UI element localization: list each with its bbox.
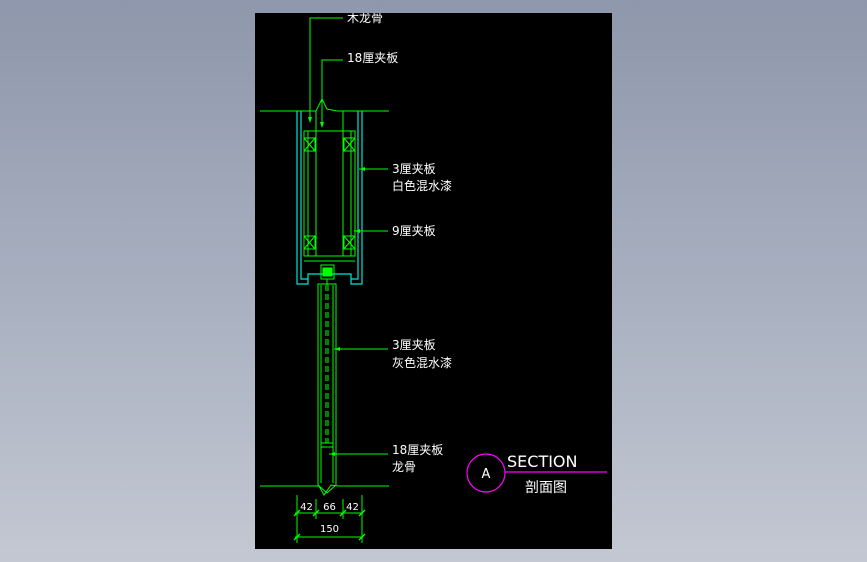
label-white-paint: 白色混水漆 <box>392 178 452 193</box>
section-letter: A <box>482 467 491 482</box>
upper-box-layers <box>303 111 356 262</box>
label-9mm-plywood: 9厘夹板 <box>392 224 436 238</box>
track-hardware <box>320 264 335 285</box>
section-drawing: 木龙骨 18厘夹板 3厘夹板 白色混水漆 9厘夹板 3厘夹板 灰色混水漆 18厘… <box>260 13 607 543</box>
keel-blocks <box>303 137 356 250</box>
upper-box-frame <box>296 111 363 285</box>
dimension-ticks <box>293 509 366 541</box>
section-subtitle: 剖面图 <box>525 480 567 496</box>
label-3mm-plywood-lower: 3厘夹板 <box>392 338 436 352</box>
ceiling-line <box>260 97 389 112</box>
dimension-right: 42 <box>346 502 359 513</box>
section-circle <box>466 453 506 493</box>
label-18mm-plywood-bottom: 18厘夹板 <box>392 443 443 457</box>
section-marker: A SECTION 剖面图 <box>466 452 607 496</box>
label-18mm-plywood-top: 18厘夹板 <box>347 51 398 65</box>
leader-arrows <box>308 117 365 456</box>
dimension-middle: 66 <box>323 502 336 513</box>
floor-line <box>260 484 389 496</box>
dimension-total: 150 <box>320 524 339 535</box>
label-grey-paint: 灰色混水漆 <box>392 356 452 370</box>
label-wood-keel: 木龙骨 <box>347 13 383 25</box>
dimension-lines <box>295 495 363 543</box>
label-keel: 龙骨 <box>392 460 416 474</box>
section-title: SECTION <box>507 452 578 471</box>
cad-viewport: 木龙骨 18厘夹板 3厘夹板 白色混水漆 9厘夹板 3厘夹板 灰色混水漆 18厘… <box>255 13 612 549</box>
label-3mm-plywood-upper: 3厘夹板 <box>392 162 436 176</box>
dimension-left: 42 <box>300 502 313 513</box>
door-leaf <box>317 283 337 494</box>
